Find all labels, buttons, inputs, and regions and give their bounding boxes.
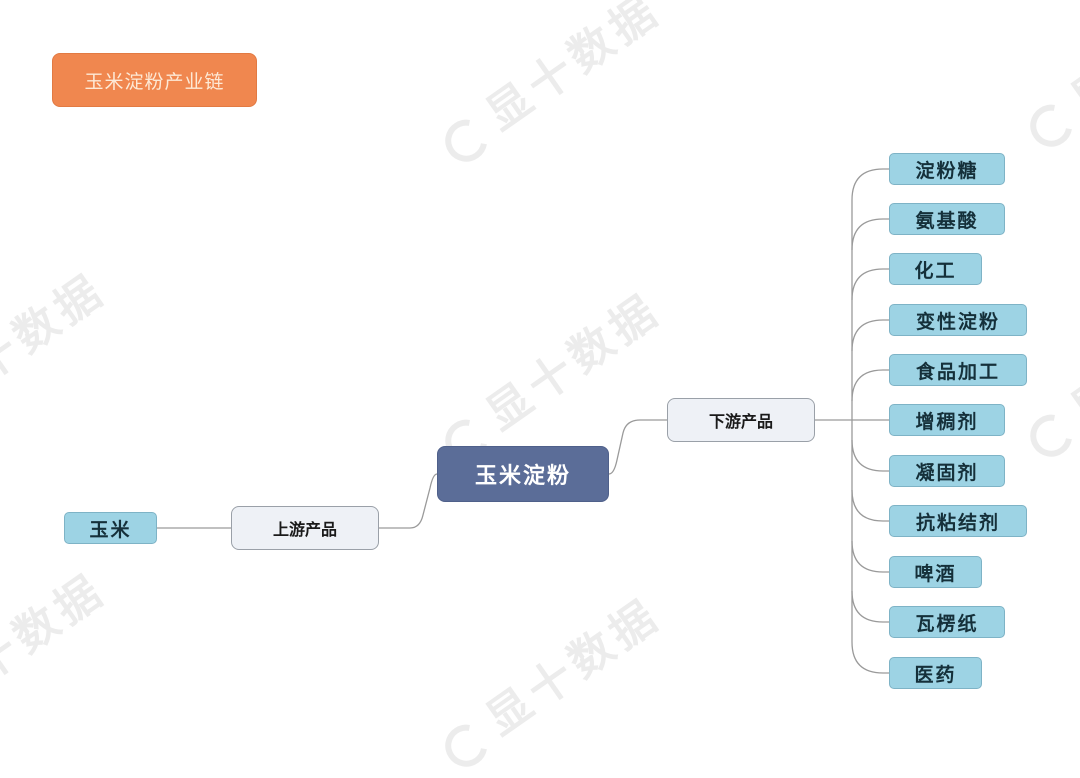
node-corrugated-paper[interactable]: 瓦楞纸 xyxy=(889,606,1005,638)
node-thickener[interactable]: 增稠剂 xyxy=(889,404,1005,436)
watermark-text: 显十数据 xyxy=(477,284,671,441)
node-upstream-products[interactable]: 上游产品 xyxy=(231,506,379,550)
circle-logo-icon xyxy=(436,111,496,170)
diagram-title[interactable]: 玉米淀粉产业链 xyxy=(52,53,257,107)
watermark: 显十数据 xyxy=(1012,0,1080,158)
link-upstream-root xyxy=(379,473,438,529)
watermark: 显十数据 xyxy=(427,275,672,473)
watermark-text: 显十数据 xyxy=(477,0,671,141)
node-food-processing[interactable]: 食品加工 xyxy=(889,354,1027,386)
circle-logo-icon xyxy=(1021,96,1080,155)
watermark: 显十数据 xyxy=(427,580,672,778)
watermark: 显十数据 xyxy=(0,555,116,753)
node-amino-acid[interactable]: 氨基酸 xyxy=(889,203,1005,235)
node-downstream-products[interactable]: 下游产品 xyxy=(667,398,815,442)
watermark: 显十数据 xyxy=(0,255,116,453)
node-anti-caking-agent[interactable]: 抗粘结剂 xyxy=(889,505,1027,537)
circle-logo-icon xyxy=(1021,406,1080,465)
node-beer[interactable]: 啤酒 xyxy=(889,556,982,588)
watermark-text: 显十数据 xyxy=(1062,279,1080,436)
watermark-text: 显十数据 xyxy=(0,564,116,721)
circle-logo-icon xyxy=(436,716,496,775)
link-root-downstream xyxy=(608,419,667,475)
node-chemical[interactable]: 化工 xyxy=(889,253,982,285)
watermark-text: 显十数据 xyxy=(0,264,116,421)
watermark-text: 显十数据 xyxy=(1062,0,1080,126)
watermark: 显十数据 xyxy=(427,0,672,173)
watermark-text: 显十数据 xyxy=(477,589,671,746)
node-corn[interactable]: 玉米 xyxy=(64,512,157,544)
node-coagulant[interactable]: 凝固剂 xyxy=(889,455,1005,487)
node-root-corn-starch[interactable]: 玉米淀粉 xyxy=(437,446,609,502)
node-medicine[interactable]: 医药 xyxy=(889,657,982,689)
node-starch-sugar[interactable]: 淀粉糖 xyxy=(889,153,1005,185)
node-modified-starch[interactable]: 变性淀粉 xyxy=(889,304,1027,336)
